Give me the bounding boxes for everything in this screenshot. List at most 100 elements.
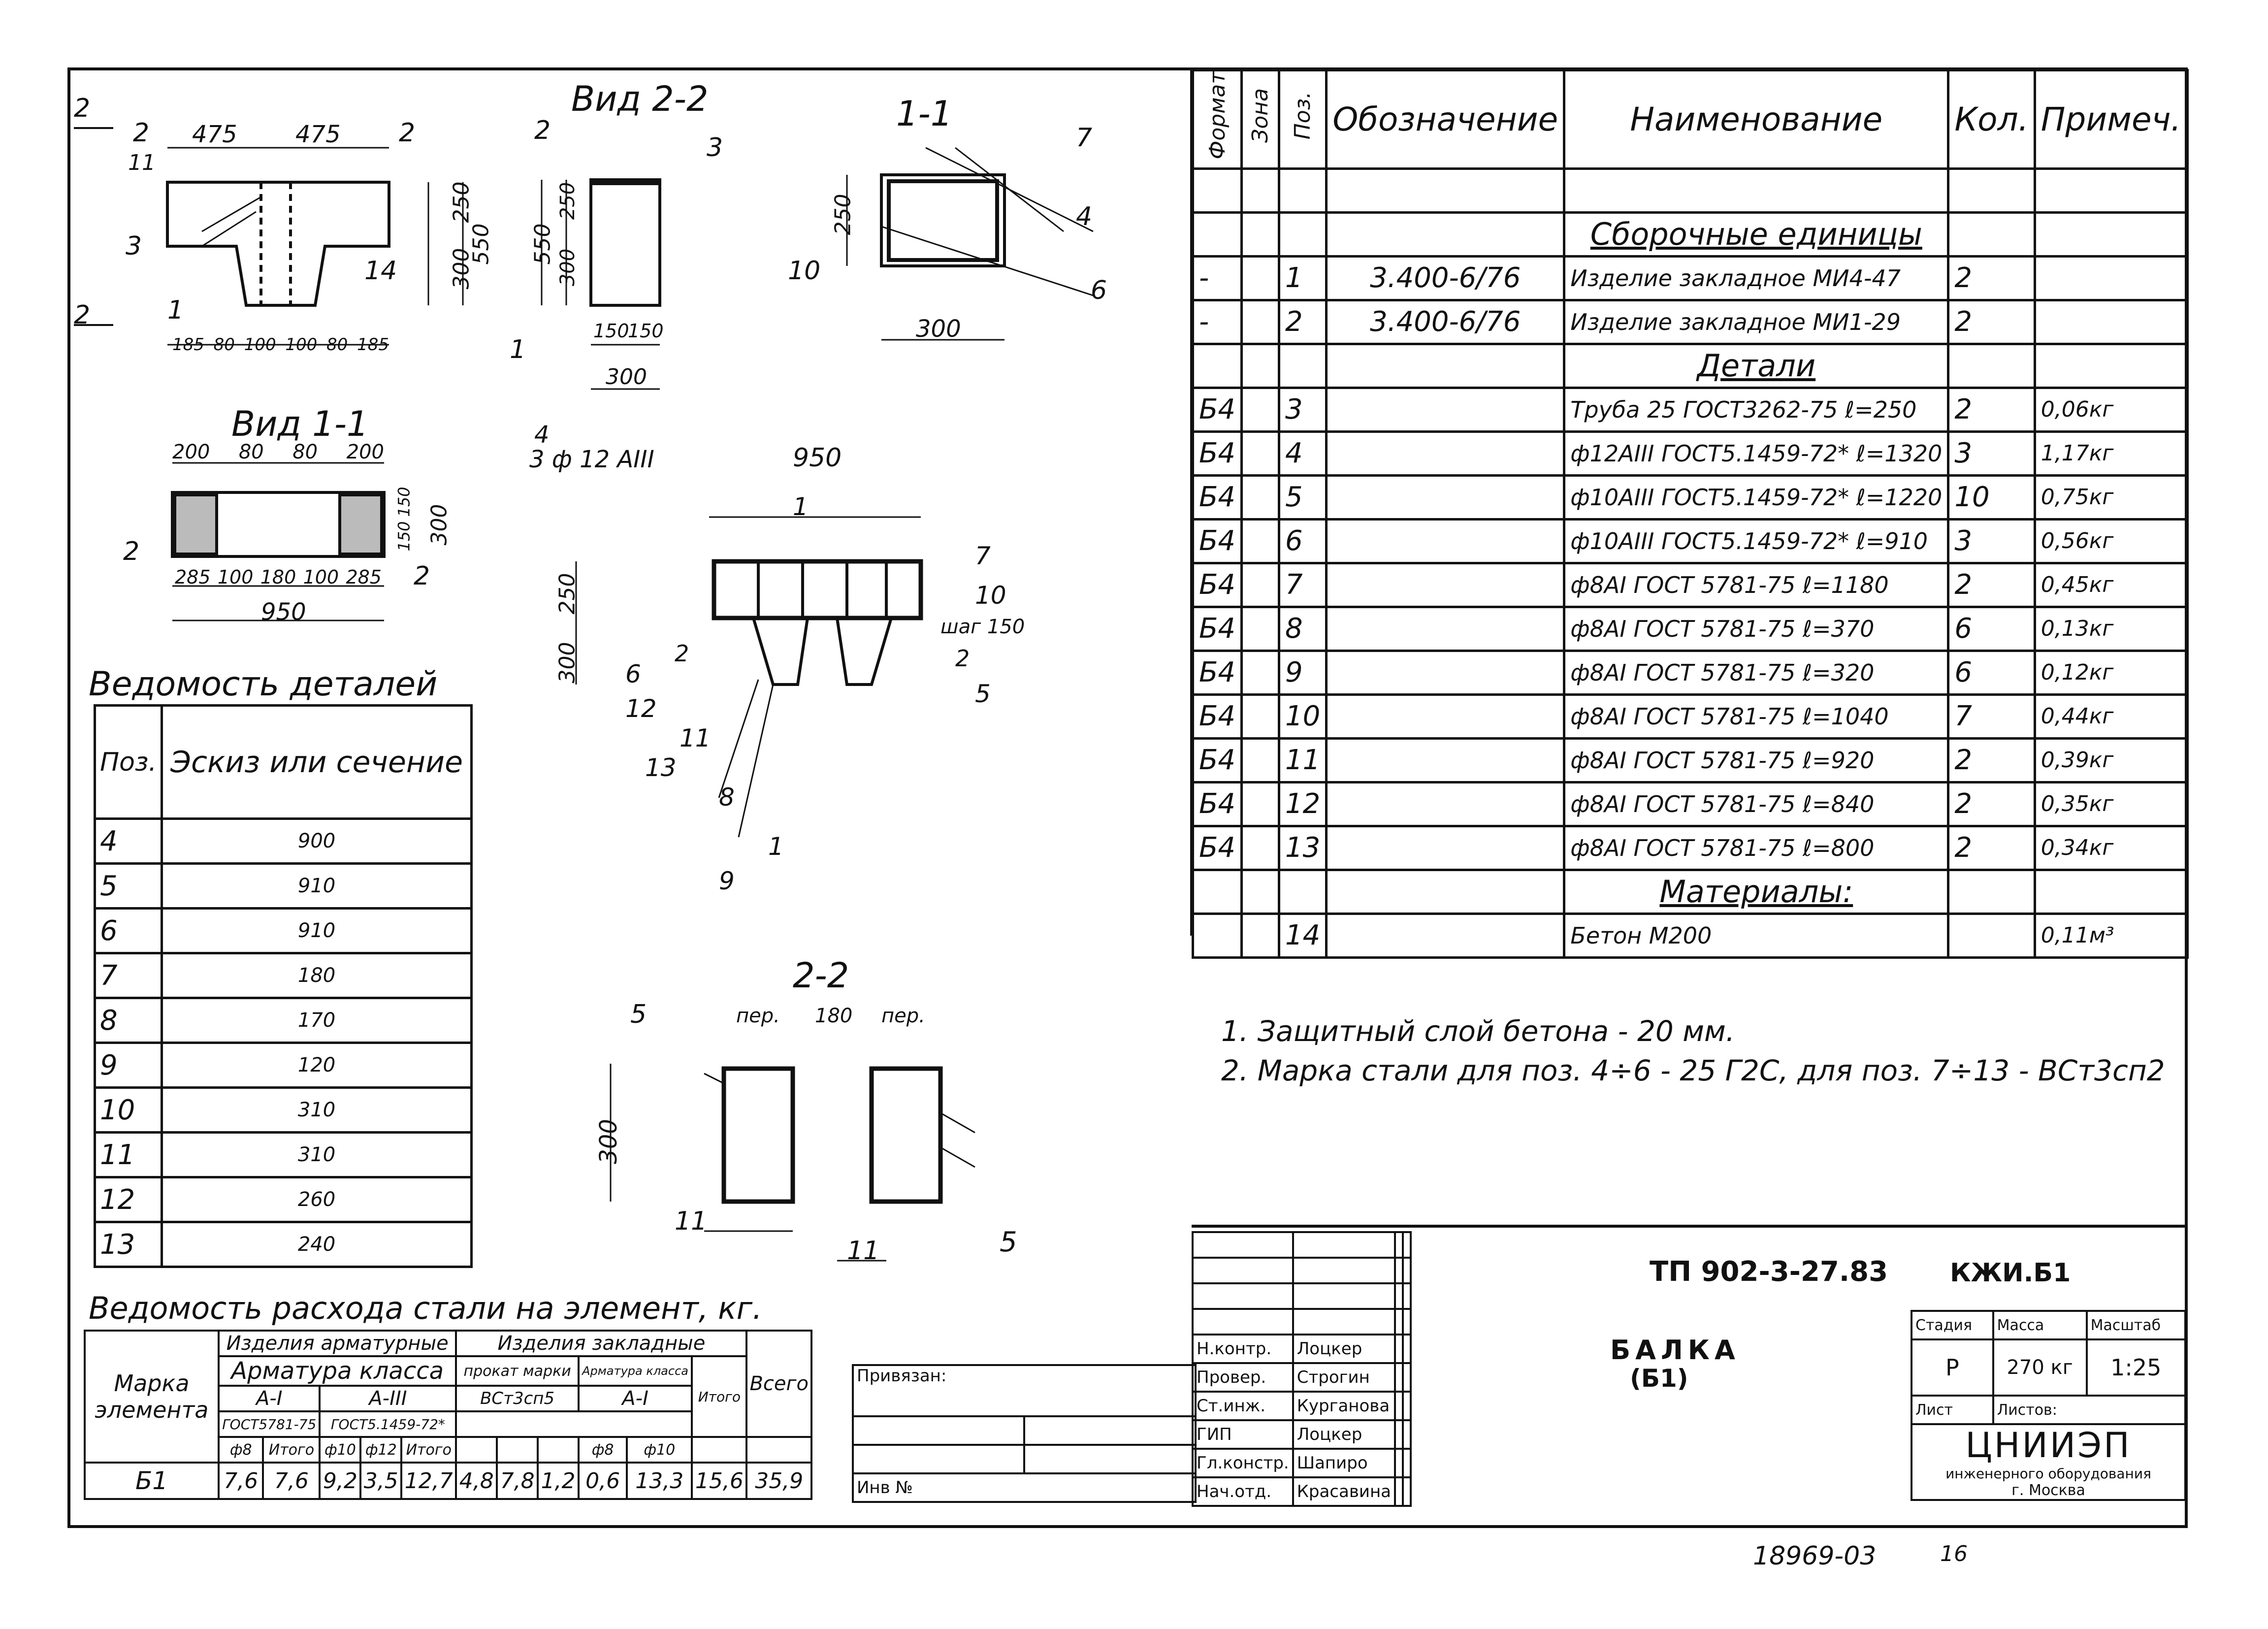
- spec-cell-name: Изделие закладное МИ1-29: [1563, 298, 1950, 345]
- details-title: Ведомость деталей: [89, 665, 438, 704]
- spec-cell-fmt: Б4: [1191, 430, 1243, 477]
- v11-top-dims: 200 80 80 200: [172, 441, 384, 463]
- note-2: 2. Марка стали для поз. 4÷6 - 25 Г2С, дл…: [1221, 1054, 2165, 1087]
- spec-cell-des: 3.400-6/76: [1325, 298, 1566, 345]
- spec-cell-pos: 9: [1278, 649, 1328, 696]
- spec-cell-qty: [1947, 211, 2036, 258]
- spec-row: Сборочные единицы: [1191, 211, 2189, 258]
- spec-cell-zone: [1240, 255, 1281, 301]
- spec-cell-des: [1325, 737, 1566, 783]
- sec11-label: 10: [788, 256, 821, 286]
- spec-cell-zone: [1240, 386, 1281, 433]
- dim: 100: [285, 335, 318, 355]
- dim: 185: [172, 335, 204, 355]
- details-pos: 10: [93, 1086, 163, 1134]
- front-view: [74, 127, 464, 346]
- footer-page: 16: [1940, 1541, 1968, 1566]
- side-label: 3: [707, 133, 723, 163]
- spec-head-designation: Обозначение: [1325, 69, 1566, 170]
- tb-name1: БАЛКА: [1610, 1335, 1740, 1366]
- spec-cell-fmt: Б4: [1191, 693, 1243, 740]
- details-sketch: 170: [161, 997, 473, 1044]
- spec-cell-pos: 1: [1278, 255, 1328, 301]
- tb-cell: [1292, 1257, 1396, 1284]
- steel-subhead: [537, 1436, 580, 1464]
- tb-person: Красавина: [1292, 1476, 1396, 1507]
- spec-cell-pos: [1278, 868, 1328, 915]
- spec-cell-note: 0,44кг: [2033, 693, 2189, 740]
- dim: 80: [213, 335, 235, 355]
- spec-cell-fmt: Б4: [1191, 824, 1243, 871]
- details-pos: 6: [93, 907, 163, 954]
- details-pos: 8: [93, 997, 163, 1044]
- spec-cell-note: 1,17кг: [2033, 430, 2189, 477]
- tb-cell: [1402, 1231, 1412, 1259]
- spec-cell-name: ф12АIII ГОСТ5.1459-72* ℓ=1320: [1563, 430, 1950, 477]
- spec-cell-des: [1325, 781, 1566, 827]
- side-dim: 250: [556, 182, 580, 220]
- tb-signature: [1394, 1334, 1404, 1364]
- section22-title: 2-2: [793, 955, 849, 996]
- steel-value: 35,9: [745, 1462, 812, 1500]
- front-label: 11: [128, 150, 156, 175]
- spec-cell-des: [1325, 605, 1566, 652]
- tb-org: ЦНИИЭП инженерного оборудования г. Москв…: [1911, 1423, 2186, 1501]
- tb-date: [1402, 1391, 1412, 1421]
- spec-cell-fmt: [1191, 342, 1243, 389]
- spec-cell-zone: [1240, 167, 1281, 214]
- frame-label: 6: [625, 660, 641, 688]
- view-1-1: [171, 462, 386, 621]
- frame-dim: 300: [554, 642, 580, 684]
- tb-row: [852, 1444, 1197, 1474]
- tb-cell: [1402, 1308, 1412, 1336]
- tb-lists: Листов:: [1992, 1395, 2187, 1425]
- tb-role-row: Н.контр.Лоцкер: [1192, 1334, 1412, 1364]
- tb-row: [1192, 1231, 1412, 1259]
- spec-cell-pos: 4: [1278, 430, 1328, 477]
- spec-cell-pos: 11: [1278, 737, 1328, 783]
- spec-cell-zone: [1240, 211, 1281, 258]
- spec-cell-pos: 6: [1278, 518, 1328, 564]
- spec-cell-des: [1325, 342, 1566, 389]
- details-head-pos: Поз.: [93, 704, 163, 820]
- details-sketch: 260: [161, 1176, 473, 1223]
- front-dim: 475: [192, 121, 237, 148]
- steel-value: 12,7: [400, 1462, 457, 1500]
- spec-cell-qty: [1947, 342, 2036, 389]
- tb-city: г. Москва: [2011, 1482, 2085, 1499]
- frame-label: 7: [975, 542, 991, 570]
- details-header: Поз. Эскиз или сечение: [93, 704, 473, 820]
- steel-subhead: ф8: [577, 1436, 628, 1464]
- spec-cell-name: Бетон М200: [1563, 912, 1950, 959]
- steel-value: 7,6: [217, 1462, 264, 1500]
- steel-head-row: Марка элемента Изделия арматурные Издели…: [84, 1330, 812, 1464]
- spec-cell-note: 0,13кг: [2033, 605, 2189, 652]
- tb-date: [1402, 1334, 1412, 1364]
- steel-prokat-head: прокат марки: [455, 1355, 580, 1387]
- side-dim: 150: [593, 320, 629, 342]
- front-label: 14: [364, 256, 397, 286]
- spec-cell-name: Изделие закладное МИ4-47: [1563, 255, 1950, 301]
- spec-cell-qty: [1947, 868, 2036, 915]
- dim: 100: [303, 566, 339, 588]
- details-pos: 12: [93, 1176, 163, 1223]
- spec-cell-name: ф8АI ГОСТ 5781-75 ℓ=920: [1563, 737, 1950, 783]
- spec-cell-qty: [1947, 167, 2036, 214]
- v11-bottom-dims: 285 100 180 100 285: [175, 566, 382, 588]
- spec-cell-des: [1325, 868, 1566, 915]
- frame-label: 13: [645, 753, 677, 782]
- tb-row: Привязан:: [852, 1364, 1197, 1417]
- section-2-2: [610, 1064, 975, 1262]
- tb-cell: [1402, 1257, 1412, 1284]
- spec-row: Детали: [1191, 342, 2189, 389]
- frame-label: 2: [675, 640, 689, 667]
